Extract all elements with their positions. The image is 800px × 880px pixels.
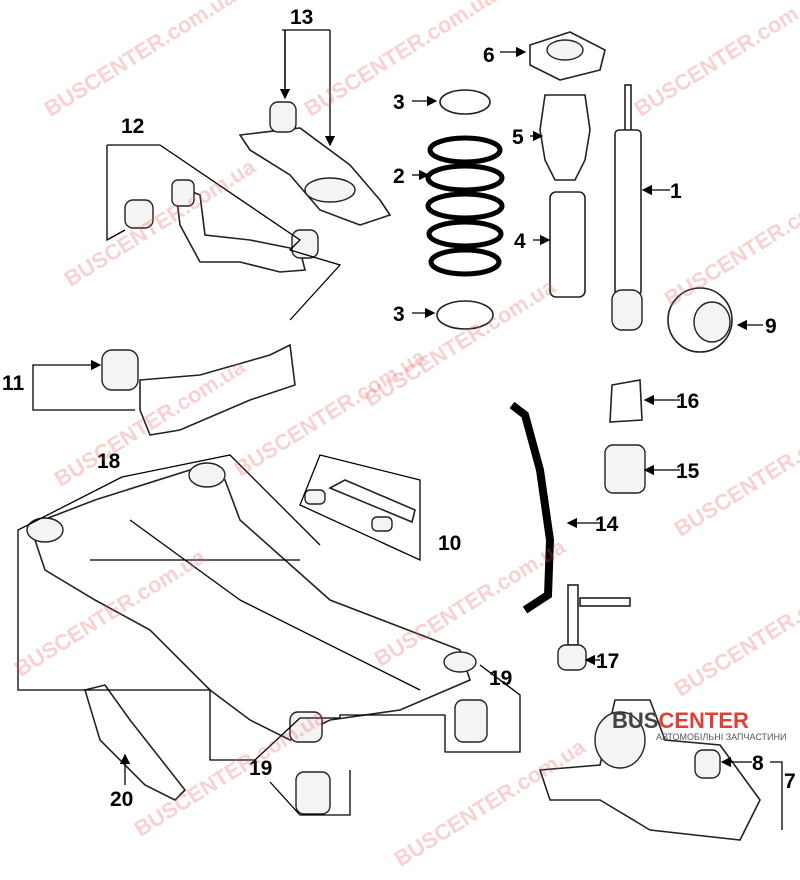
callout-19-left: 19 — [249, 757, 272, 780]
callout-2: 2 — [393, 165, 405, 188]
callout-18: 18 — [97, 450, 121, 473]
part-7-knuckle — [538, 699, 761, 841]
part-6-strut-mount — [529, 31, 606, 81]
callout-4: 4 — [514, 230, 526, 253]
part-3-spring-seat-upper — [439, 89, 491, 115]
part-16-bracket — [609, 379, 643, 423]
part-2-coil-spring — [425, 135, 505, 277]
logo-brand-b: CENTER — [658, 708, 749, 733]
logo-brand-a: BUS — [612, 708, 659, 733]
part-18-subframe — [26, 462, 477, 741]
callout-1: 1 — [670, 180, 682, 203]
callout-11: 11 — [2, 372, 25, 395]
part-17-stabilizer-link — [557, 584, 631, 671]
callout-3-lower: 3 — [393, 303, 405, 326]
part-9-wheel-hub — [667, 287, 733, 353]
part-19-bushing-left — [295, 771, 331, 815]
part-4-dust-boot — [549, 191, 586, 298]
part-19-bushing-subframe — [289, 711, 323, 743]
part-10-lateral-link — [304, 479, 416, 532]
part-15-stabilizer-bushing — [604, 444, 646, 494]
callout-15: 15 — [676, 460, 700, 483]
callout-8: 8 — [752, 752, 764, 775]
callout-3-upper: 3 — [393, 91, 405, 114]
logo-tagline: АВТОМОБІЛЬНІ ЗАПЧАСТИНИ — [656, 732, 787, 742]
callout-17: 17 — [596, 650, 619, 673]
callout-13: 13 — [290, 6, 313, 29]
callout-14: 14 — [595, 513, 619, 536]
part-1-shock-absorber — [611, 84, 643, 331]
buscenter-logo: BUSCENTER АВТОМОБІЛЬНІ ЗАПЧАСТИНИ — [612, 708, 786, 742]
part-12-lower-arm — [124, 179, 319, 273]
part-19-bushing-right — [454, 699, 488, 743]
callout-5: 5 — [512, 126, 524, 149]
callout-10: 10 — [438, 532, 461, 555]
callout-6: 6 — [483, 44, 495, 67]
callout-19-right: 19 — [489, 667, 512, 690]
part-11-trailing-arm — [101, 343, 296, 436]
leader-lines — [17, 29, 783, 830]
part-5-bump-stop — [539, 94, 591, 181]
callout-20: 20 — [110, 788, 133, 811]
part-13-control-arm — [238, 101, 392, 226]
part-14-stabilizer-bar — [509, 401, 555, 614]
callout-9: 9 — [765, 315, 777, 338]
callout-12: 12 — [121, 115, 144, 138]
part-20-bracket — [83, 684, 187, 801]
callout-16: 16 — [676, 390, 699, 413]
callout-7: 7 — [784, 770, 796, 793]
part-3-spring-seat-lower — [436, 300, 494, 330]
